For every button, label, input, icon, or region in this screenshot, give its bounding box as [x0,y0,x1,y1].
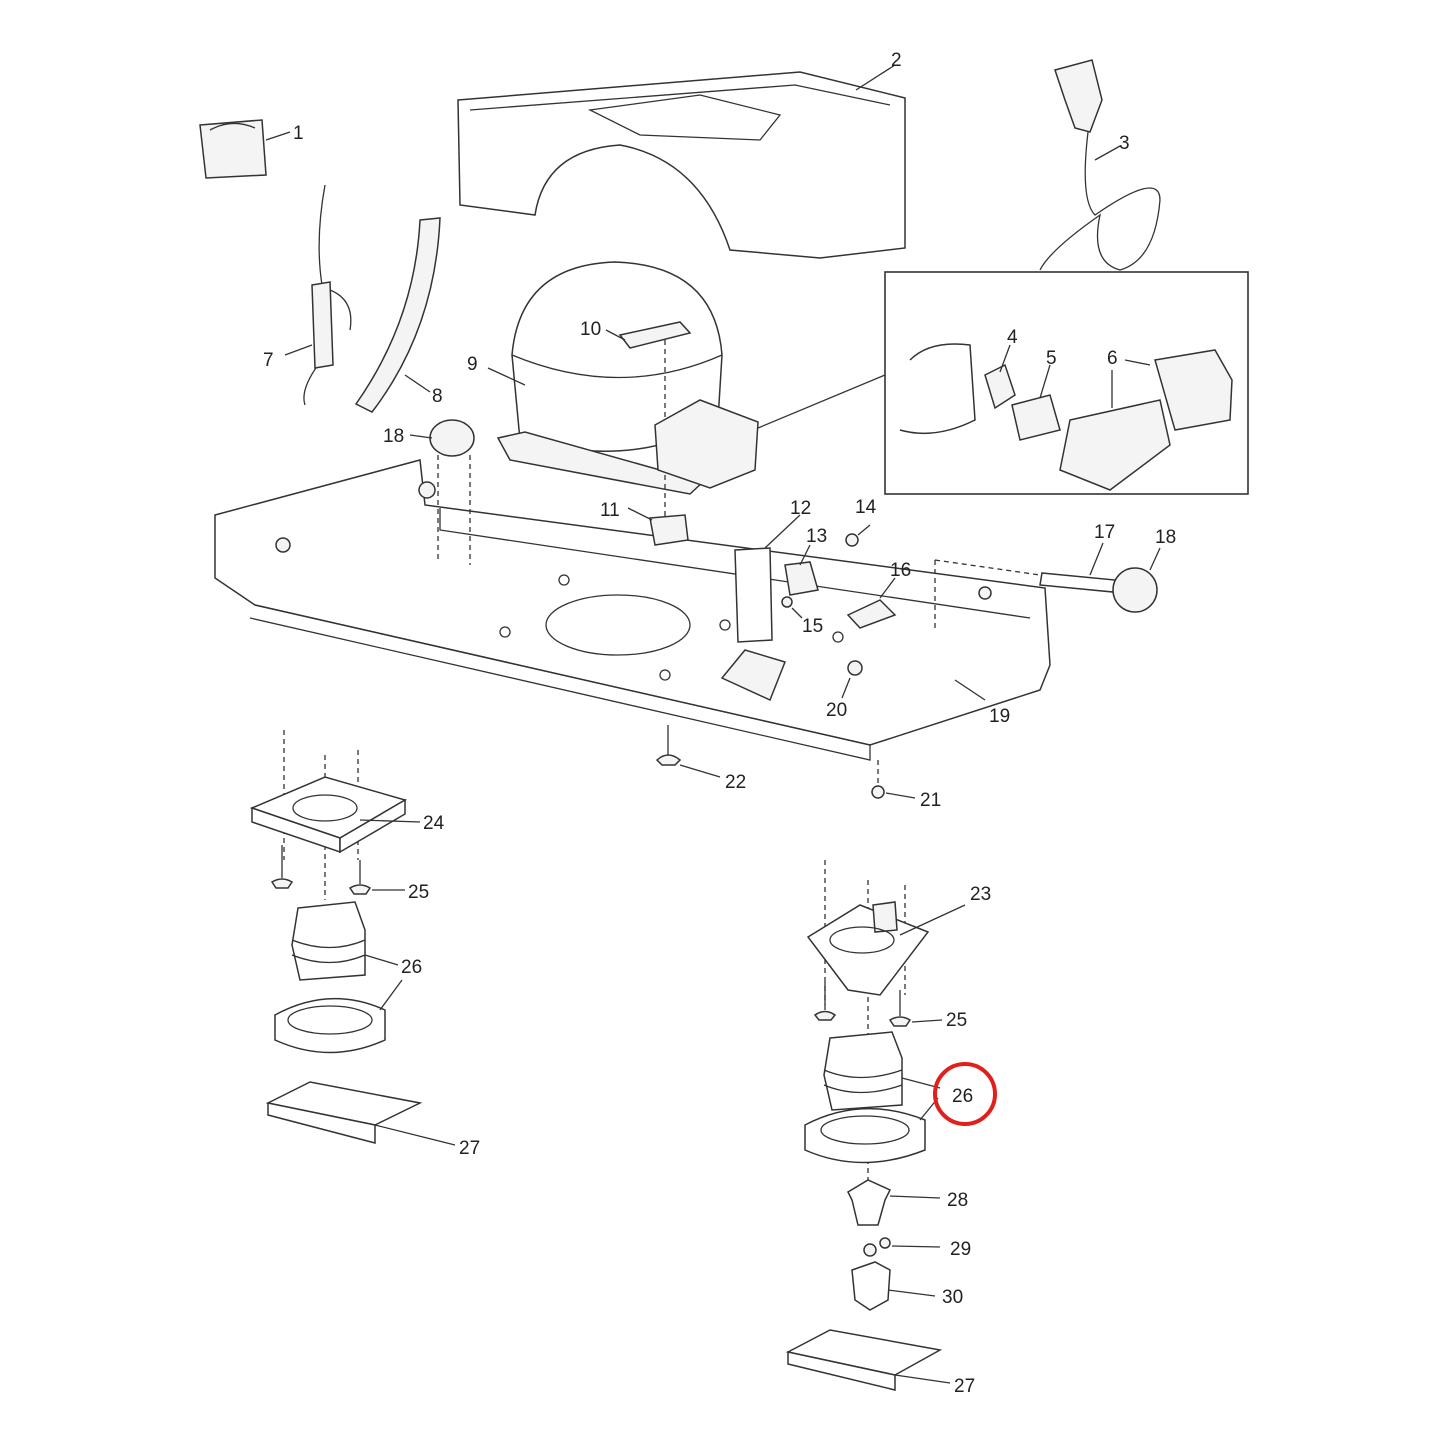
label-22: 22 [725,772,746,793]
label-5: 5 [1046,348,1057,369]
right-foot-assembly [785,860,966,1391]
label-25-left: 25 [408,882,429,903]
label-29: 29 [950,1239,971,1260]
label-25-right: 25 [946,1010,967,1031]
left-foot-assembly [249,730,456,1146]
label-11: 11 [600,500,620,521]
label-2: 2 [891,50,902,71]
part-labels: 1 2 3 4 5 6 7 8 9 10 11 12 13 14 15 16 1… [263,50,1176,1397]
inset-detail-box [884,271,1249,495]
label-19: 19 [989,706,1010,727]
label-1: 1 [293,123,304,144]
label-17: 17 [1094,522,1115,543]
part-18-wheel-left [409,419,475,565]
part-12-capacitor [720,514,801,702]
label-7: 7 [263,350,274,371]
label-14: 14 [855,497,877,518]
label-26-right: 26 [952,1086,973,1107]
label-10: 10 [580,319,601,340]
label-9: 9 [467,354,478,375]
label-12: 12 [790,498,811,519]
label-16: 16 [890,560,911,581]
label-15: 15 [802,616,823,637]
label-30: 30 [942,1287,963,1308]
part-3-power-cord [1039,59,1161,271]
label-28: 28 [947,1190,968,1211]
part-17-axle-and-18-wheel [934,542,1161,630]
label-8: 8 [432,386,443,407]
base-screws [275,481,992,699]
part-1-clip [199,119,291,179]
part-11-grommet [627,507,689,546]
label-20: 20 [826,700,847,721]
part-7-capillary [284,184,352,406]
label-26-left: 26 [401,957,422,978]
small-parts-13-16 [781,524,897,629]
label-4: 4 [1007,327,1018,348]
label-3: 3 [1119,133,1130,154]
label-23: 23 [970,884,991,905]
label-27-right: 27 [954,1376,975,1397]
label-27-left: 27 [459,1138,480,1159]
part-21-screw-22-foot [655,725,916,799]
part-2-tray [457,64,906,259]
label-6: 6 [1107,348,1118,369]
part-19-base-plate [214,459,1051,761]
label-13: 13 [806,526,827,547]
label-21: 21 [920,790,941,811]
label-18-left: 18 [383,426,404,447]
relay-cover [654,374,886,489]
label-24: 24 [423,813,445,834]
highlight-circle [933,1062,997,1126]
label-18-right: 18 [1155,527,1176,548]
part-8-hose [354,217,441,413]
